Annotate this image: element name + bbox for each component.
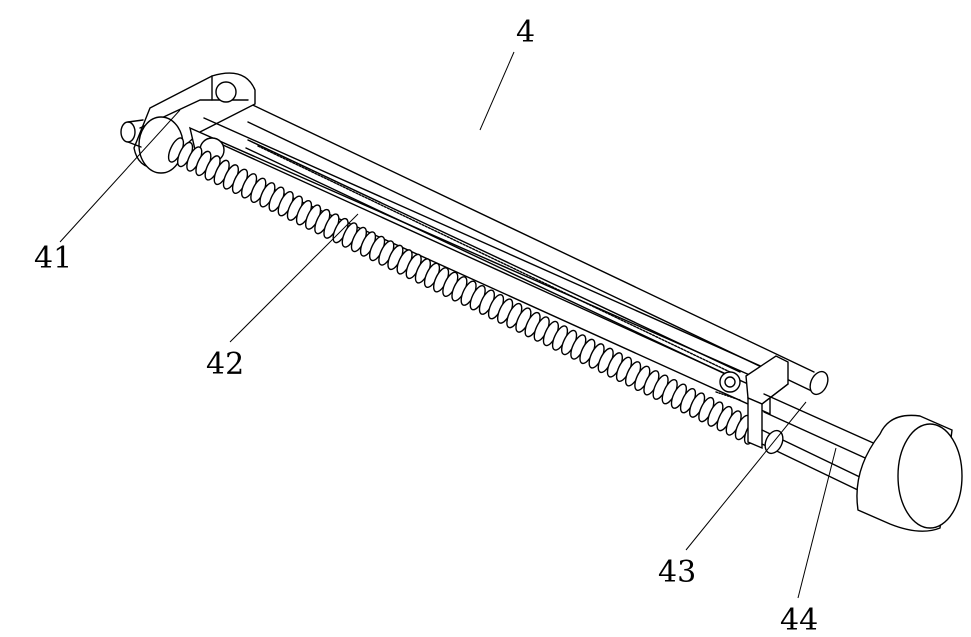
toothed-belt (257, 145, 731, 373)
label-44: 44 (780, 603, 818, 637)
upper-guide-rod (237, 97, 829, 396)
label-42: 42 (206, 347, 244, 382)
leader-lines (59, 51, 837, 599)
label-41: 41 (34, 241, 72, 276)
label-4: 4 (516, 15, 535, 50)
slide-rail (189, 117, 775, 416)
label-43: 43 (658, 555, 696, 590)
motor (856, 414, 963, 532)
slider-block (715, 355, 789, 450)
lead-screw (167, 137, 761, 445)
